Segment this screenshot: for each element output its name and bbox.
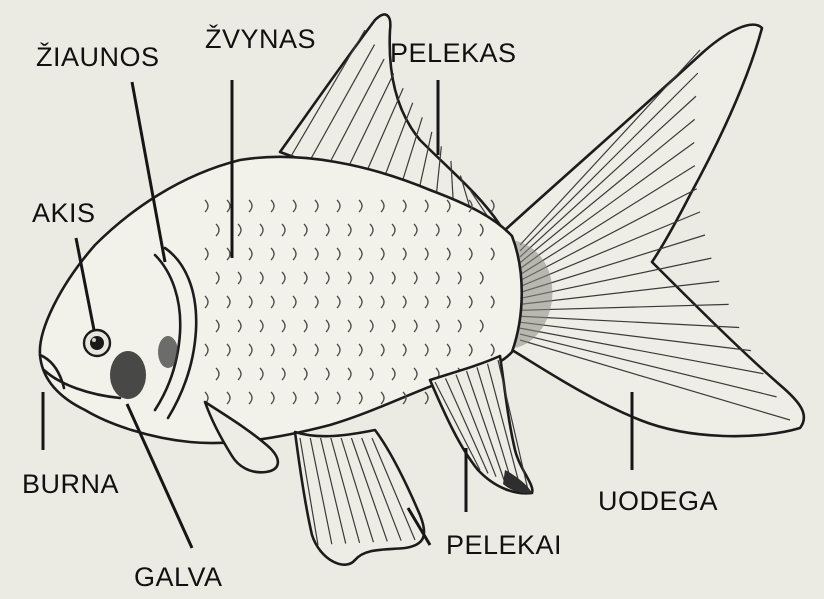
label-ziaunos: ŽIAUNOS <box>36 41 160 72</box>
label-pelekai: PELEKAI <box>446 530 562 560</box>
scale-mark <box>425 392 428 404</box>
pelvic-fin <box>295 430 424 565</box>
scale-mark <box>491 200 494 212</box>
anal-fin <box>430 356 532 493</box>
label-uodega: UODEGA <box>598 486 718 516</box>
tail-fin <box>505 25 804 436</box>
eye <box>84 330 110 356</box>
label-pelekas: PELEKAS <box>390 38 517 68</box>
label-akis: AKIS <box>32 198 96 228</box>
label-zvynas: ŽVYNAS <box>205 23 316 54</box>
label-galva: GALVA <box>134 562 223 592</box>
label-burna: BURNA <box>22 469 119 499</box>
